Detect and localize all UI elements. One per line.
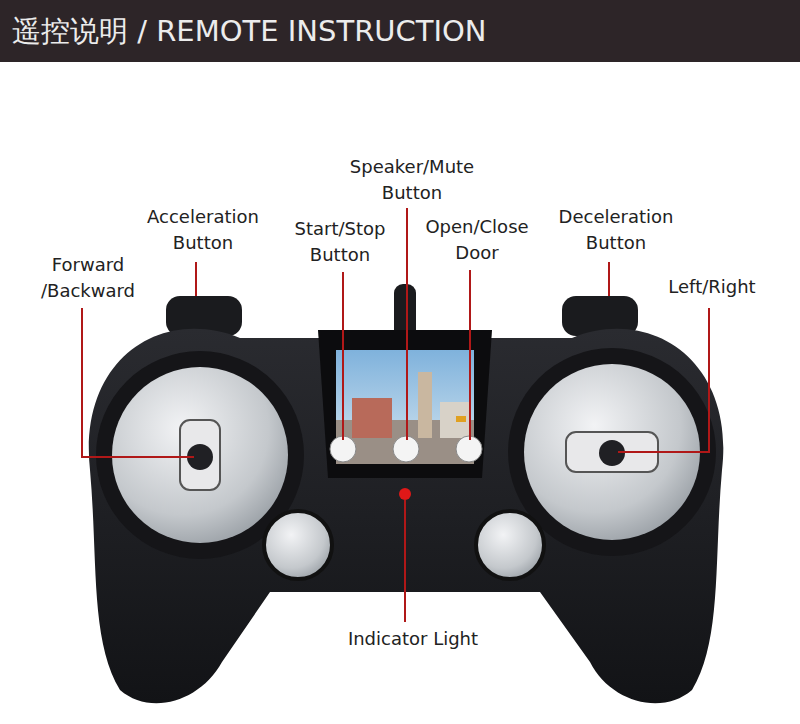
- screen-frame: [318, 330, 492, 478]
- screen-picture: [440, 402, 470, 438]
- callout-label: Speaker/Mute Button: [350, 154, 474, 206]
- stick-slot: [180, 420, 220, 490]
- callout-label: Start/Stop Button: [295, 216, 386, 268]
- callout-label: Acceleration Button: [147, 204, 259, 256]
- leader-line: [618, 308, 709, 452]
- callout-label: Forward /Backward: [41, 252, 135, 304]
- screen-picture: [418, 372, 432, 438]
- round-button: [476, 511, 544, 579]
- leader-line: [406, 208, 408, 440]
- title-bar: [0, 0, 800, 62]
- leader-line: [342, 272, 344, 440]
- indicator-led: [399, 488, 411, 500]
- callout-label: Open/Close Door: [425, 214, 528, 266]
- leader-line: [469, 270, 471, 440]
- screen-picture: [336, 350, 474, 464]
- callout-label: Left/Right: [668, 274, 755, 300]
- leader-line: [404, 500, 406, 622]
- round-button: [264, 511, 332, 579]
- leader-line: [82, 308, 194, 457]
- callout-label: Indicator Light: [348, 626, 478, 652]
- screen-picture: [352, 398, 392, 438]
- stick-disc: [112, 367, 288, 543]
- callout-label: Deceleration Button: [559, 204, 674, 256]
- screen-picture: [456, 416, 466, 422]
- leader-line: [195, 262, 197, 296]
- leader-line: [608, 262, 610, 296]
- page-title: 遥控说明 / REMOTE INSTRUCTION: [12, 0, 487, 62]
